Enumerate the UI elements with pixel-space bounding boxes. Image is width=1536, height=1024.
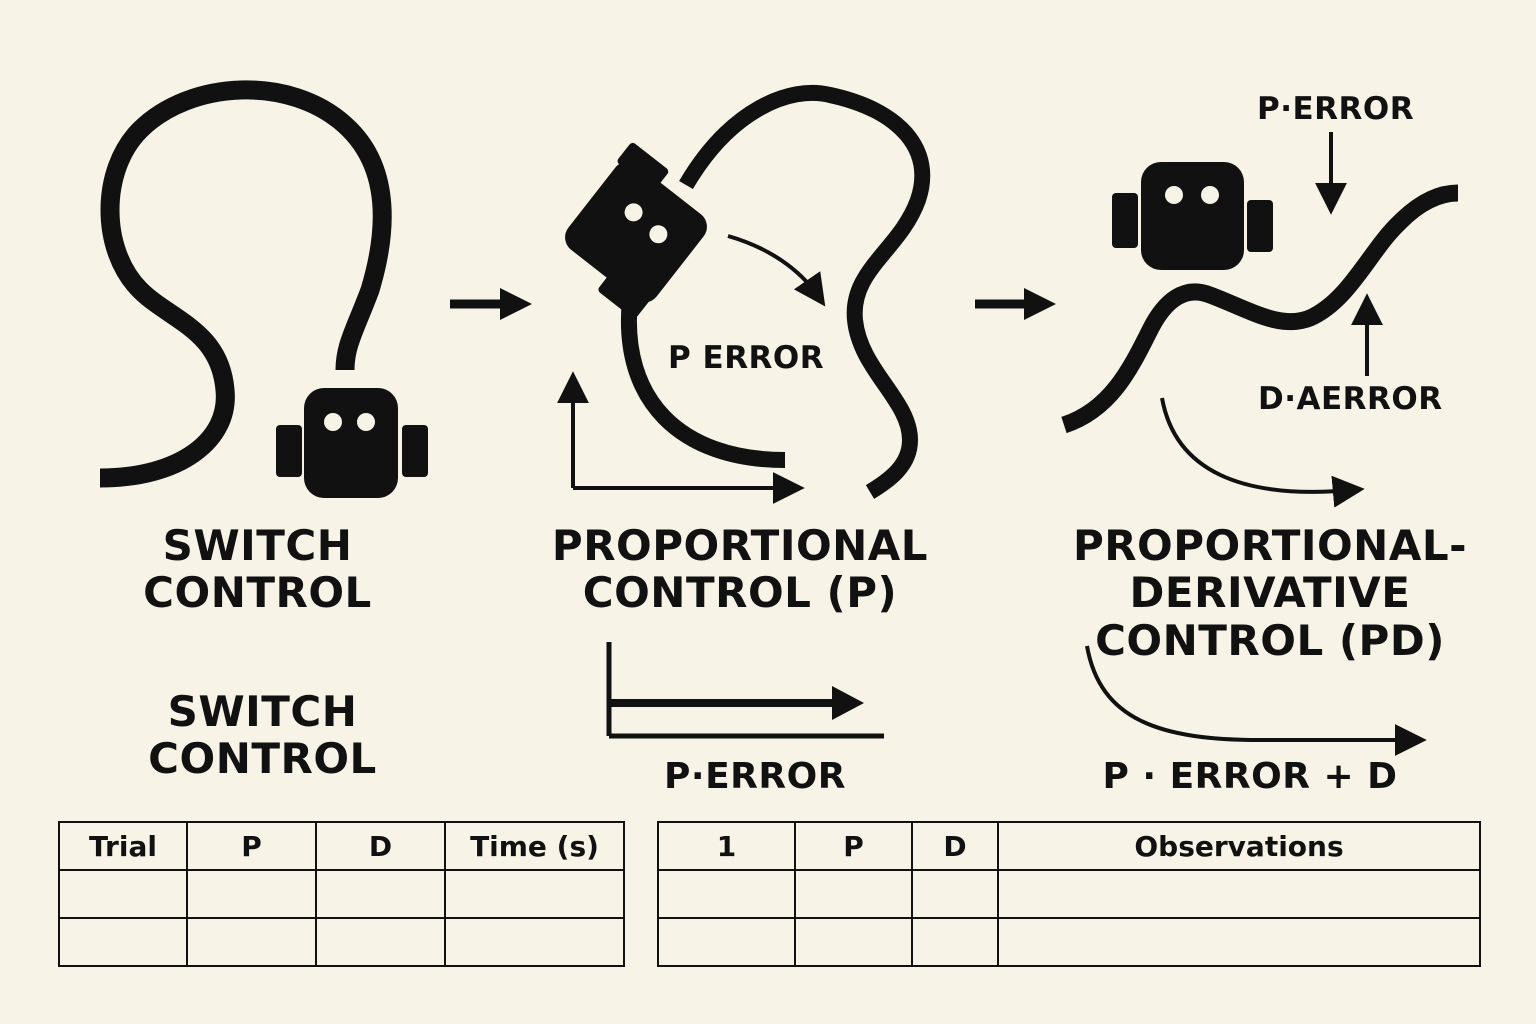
header-p: P — [186, 821, 317, 871]
switch-title-line2: CONTROL — [143, 568, 372, 618]
switch-caption-line1: SWITCH — [167, 687, 358, 736]
table-header-row: 1 P D Observations — [657, 821, 1481, 871]
pd-formula: P · ERROR + D — [1102, 756, 1398, 797]
pd-control-title: PROPORTIONAL- DERIVATIVE CONTROL (PD) — [1050, 521, 1490, 665]
table-cell[interactable] — [444, 869, 625, 919]
table-cell[interactable] — [911, 917, 999, 967]
pd-title-line2: DERIVATIVE — [1129, 568, 1411, 618]
proportional-title-line2: CONTROL (P) — [582, 568, 898, 618]
p-error-formula: P·ERROR — [664, 756, 846, 797]
table-row — [58, 869, 625, 919]
switch-control-title: SWITCH CONTROL — [120, 522, 395, 617]
table-cell[interactable] — [444, 917, 625, 967]
header-d: D — [911, 821, 999, 871]
proportional-control-title: PROPORTIONAL CONTROL (P) — [530, 522, 950, 617]
pd-title-line1: PROPORTIONAL- — [1072, 521, 1468, 570]
pd-title-line3: CONTROL (PD) — [1095, 615, 1445, 665]
header-observations: Observations — [997, 821, 1481, 871]
table-row — [58, 917, 625, 967]
header-d: D — [315, 821, 446, 871]
table-cell[interactable] — [186, 917, 317, 967]
table-cell[interactable] — [794, 917, 913, 967]
table-header-row: Trial P D Time (s) — [58, 821, 625, 871]
proportional-title-line1: PROPORTIONAL — [551, 521, 929, 570]
robot-icon — [1112, 162, 1273, 270]
table-cell[interactable] — [911, 869, 999, 919]
table-cell[interactable] — [315, 917, 446, 967]
axes-icon — [557, 371, 805, 504]
error-chart-icon — [606, 642, 884, 739]
table-row — [657, 917, 1481, 967]
robot-icon — [565, 142, 707, 319]
table-row — [657, 869, 1481, 919]
table-cell[interactable] — [997, 917, 1481, 967]
header-time: Time (s) — [444, 821, 625, 871]
pd-p-error-label: P·ERROR — [1257, 91, 1415, 127]
pd-d-error-label: D·AERROR — [1258, 381, 1443, 417]
switch-control-caption: SWITCH CONTROL — [125, 688, 400, 783]
header-p: P — [794, 821, 913, 871]
header-1: 1 — [657, 821, 796, 871]
table-cell[interactable] — [58, 917, 188, 967]
table-cell[interactable] — [997, 869, 1481, 919]
switch-title-line1: SWITCH — [162, 521, 353, 570]
decay-curve-icon — [1085, 645, 1427, 756]
arrow-right-icon — [975, 288, 1056, 320]
arrow-right-icon — [450, 288, 532, 320]
curved-arrow-icon — [727, 234, 826, 307]
table-cell[interactable] — [315, 869, 446, 919]
p-error-label: P ERROR — [668, 340, 825, 376]
robot-icon — [276, 388, 428, 498]
trial-table: Trial P D Time (s) — [58, 821, 625, 967]
pd-track-line — [1061, 184, 1459, 434]
table-cell[interactable] — [186, 869, 317, 919]
switch-track-line — [99, 80, 392, 488]
curved-arrow-icon — [1160, 397, 1365, 508]
observations-table: 1 P D Observations — [657, 821, 1481, 967]
table-cell[interactable] — [657, 869, 796, 919]
table-cell[interactable] — [794, 869, 913, 919]
proportional-track-line — [620, 84, 931, 499]
table-cell[interactable] — [657, 917, 796, 967]
switch-caption-line2: CONTROL — [148, 734, 377, 784]
header-trial: Trial — [58, 821, 188, 871]
table-cell[interactable] — [58, 869, 188, 919]
